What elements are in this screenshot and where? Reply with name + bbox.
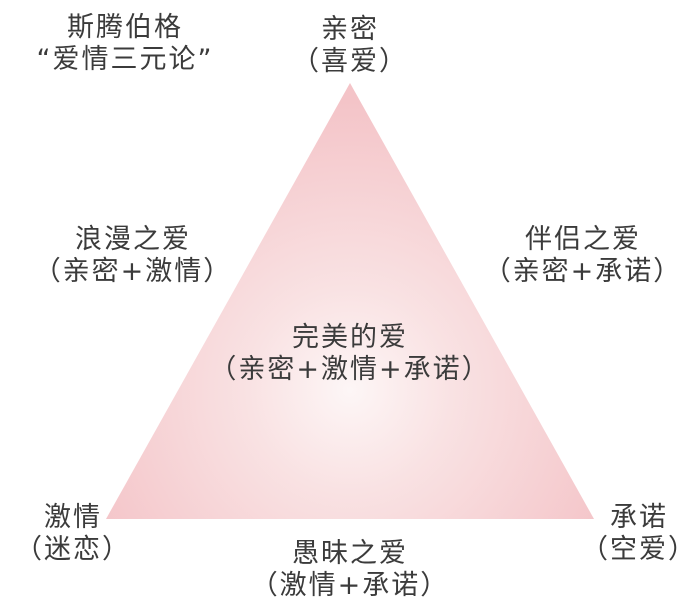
vertex-passion-desc: （迷恋） [15, 534, 131, 565]
vertex-commitment-name: 承诺 [610, 502, 668, 533]
center-consummate-love-desc: （亲密+激情+承诺） [209, 354, 491, 385]
vertex-commitment-desc: （空爱） [581, 534, 697, 565]
title-line-2: “爱情三元论” [36, 44, 214, 75]
vertex-intimacy-name: 亲密 [321, 14, 379, 45]
side-fatuous-love-name: 愚昧之爱 [292, 538, 408, 569]
center-consummate-love: 完美的爱 （亲密+激情+承诺） [205, 322, 495, 386]
side-romantic-love-name: 浪漫之爱 [75, 224, 191, 255]
center-consummate-love-name: 完美的爱 [292, 322, 408, 353]
side-companionate-love-desc: （亲密+承诺） [483, 256, 683, 287]
side-companionate-love: 伴侣之爱 （亲密+承诺） [478, 224, 688, 288]
side-romantic-love: 浪漫之爱 （亲密+激情） [28, 224, 238, 288]
diagram-title: 斯腾伯格 “爱情三元论” [15, 12, 235, 76]
vertex-commitment: 承诺 （空爱） [578, 502, 700, 566]
side-romantic-love-desc: （亲密+激情） [33, 256, 233, 287]
vertex-intimacy-desc: （喜爱） [292, 46, 408, 77]
vertex-passion-name: 激情 [44, 502, 102, 533]
side-companionate-love-name: 伴侣之爱 [525, 224, 641, 255]
title-line-1: 斯腾伯格 [67, 12, 183, 43]
vertex-passion: 激情 （迷恋） [8, 502, 138, 566]
vertex-intimacy: 亲密 （喜爱） [280, 14, 420, 78]
side-fatuous-love: 愚昧之爱 （激情+承诺） [245, 538, 455, 602]
side-fatuous-love-desc: （激情+承诺） [250, 570, 450, 601]
